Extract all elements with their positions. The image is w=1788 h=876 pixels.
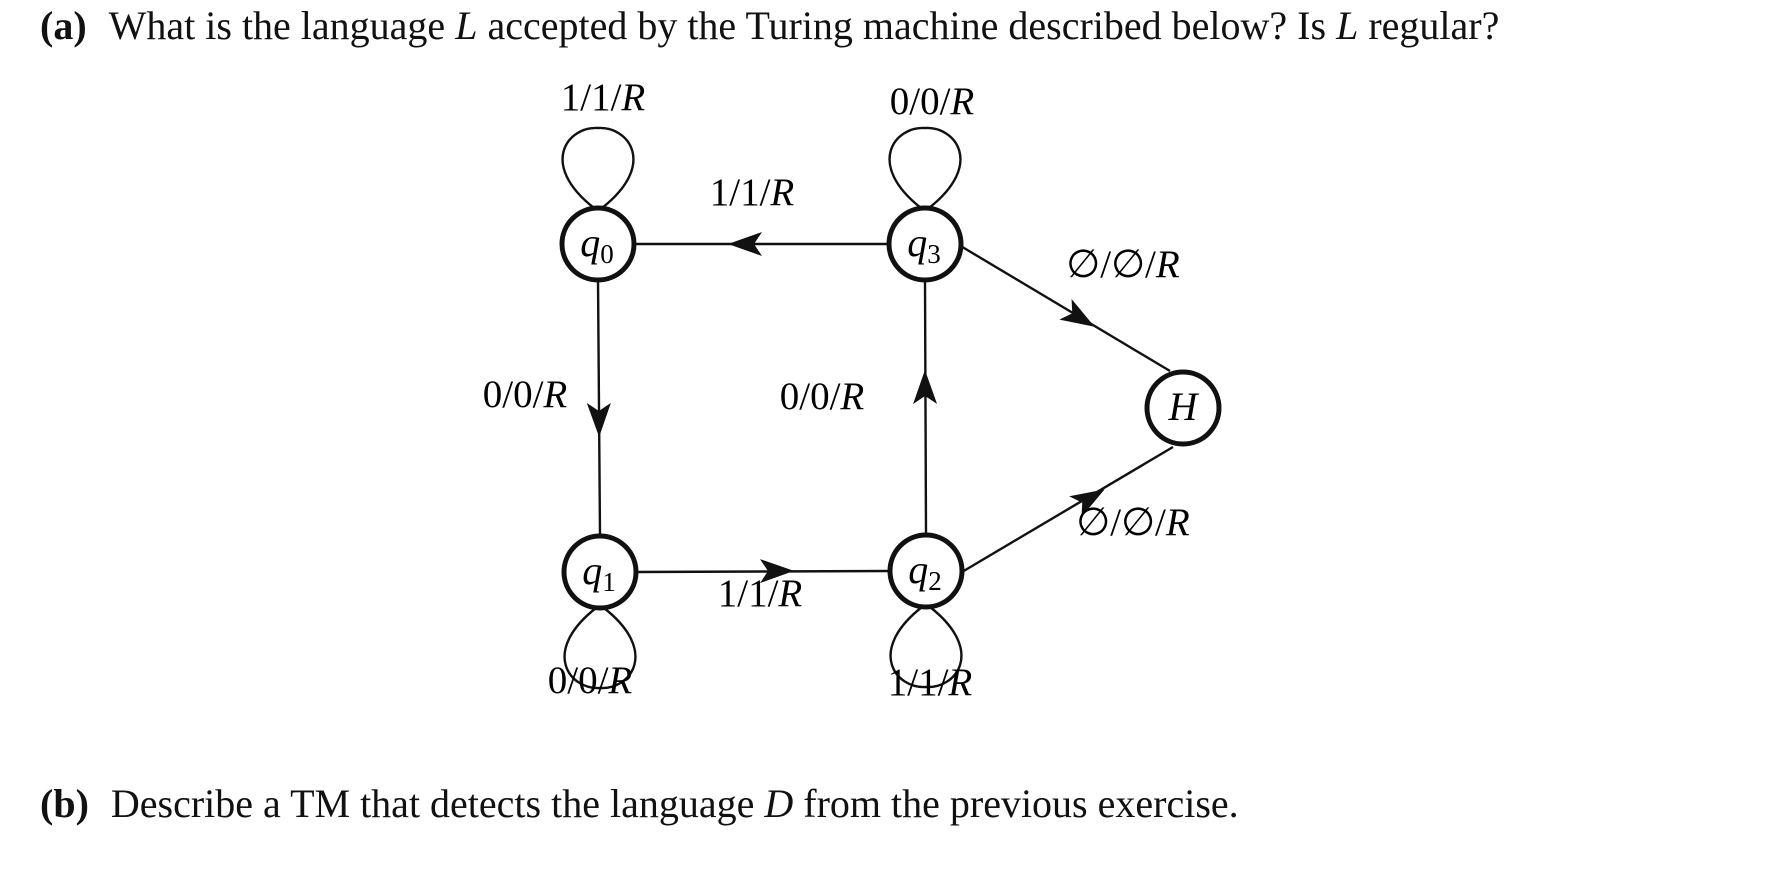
question-a-text-2: accepted by the Turing machine described…	[477, 3, 1337, 48]
state-q2: q2	[887, 532, 965, 610]
transition-label-q1-q2: 1/1/R	[718, 572, 803, 615]
self-loop-q1-loop	[563, 607, 637, 690]
question-a-text-1: What is the language	[108, 3, 456, 48]
state-circle-q0	[559, 205, 637, 283]
state-label-q1: q1	[582, 548, 616, 597]
state-label-q0: q0	[580, 220, 614, 269]
transition-label-q1-loop: 0/0/R	[548, 659, 633, 702]
state-q3: q3	[886, 205, 964, 283]
transition-q0-q1	[586, 279, 611, 537]
transition-label-q0-q1: 0/0/R	[483, 373, 568, 416]
question-a-text-3: regular?	[1358, 3, 1500, 48]
transition-label-q0-loop: 1/1/R	[561, 76, 646, 119]
state-circle-H	[1144, 369, 1222, 447]
state-q0: q0	[559, 205, 637, 283]
transition-label-q3-loop: 0/0/R	[890, 80, 975, 123]
transition-label-q2-q3: 0/0/R	[780, 375, 865, 418]
self-loop-q0-loop	[561, 126, 635, 209]
transition-label-q2-loop: 1/1/R	[888, 661, 973, 704]
state-H: H	[1144, 369, 1222, 447]
transition-label-q3-H: ∅/∅/R	[1066, 243, 1180, 286]
state-q1: q1	[561, 533, 639, 611]
state-label-H: H	[1168, 384, 1200, 429]
self-loop-q3-loop	[888, 126, 962, 209]
edge-line-q2-q3	[923, 279, 928, 536]
transition-label-q3-q0: 1/1/R	[710, 171, 795, 214]
self-loop-q2-loop	[889, 606, 963, 689]
question-a-var-L-1: L	[455, 3, 478, 48]
edge-line-q0-q1	[596, 279, 602, 537]
edge-line-q2-H	[961, 445, 1174, 574]
question-b-text-1: Describe a TM that detects the language	[110, 781, 765, 826]
state-label-q2: q2	[908, 547, 942, 596]
question-a: (a) What is the language L accepted by th…	[40, 2, 1499, 49]
question-b-text-2: from the previous exercise.	[793, 781, 1239, 826]
question-a-label: (a)	[40, 3, 87, 48]
transition-q2-q3	[913, 279, 938, 536]
state-label-q3: q3	[907, 220, 941, 269]
transition-q2-H	[961, 445, 1174, 574]
state-circle-q1	[561, 533, 639, 611]
transition-label-q2-H: ∅/∅/R	[1076, 501, 1190, 544]
state-circle-q2	[887, 532, 965, 610]
question-b-label: (b)	[40, 781, 89, 826]
state-circle-q3	[886, 205, 964, 283]
transition-q1-q2	[635, 559, 891, 584]
transition-q3-H	[958, 243, 1171, 373]
question-a-var-L-2: L	[1336, 3, 1359, 48]
question-b: (b) Describe a TM that detects the langua…	[40, 780, 1239, 827]
question-b-var-D: D	[764, 781, 794, 826]
